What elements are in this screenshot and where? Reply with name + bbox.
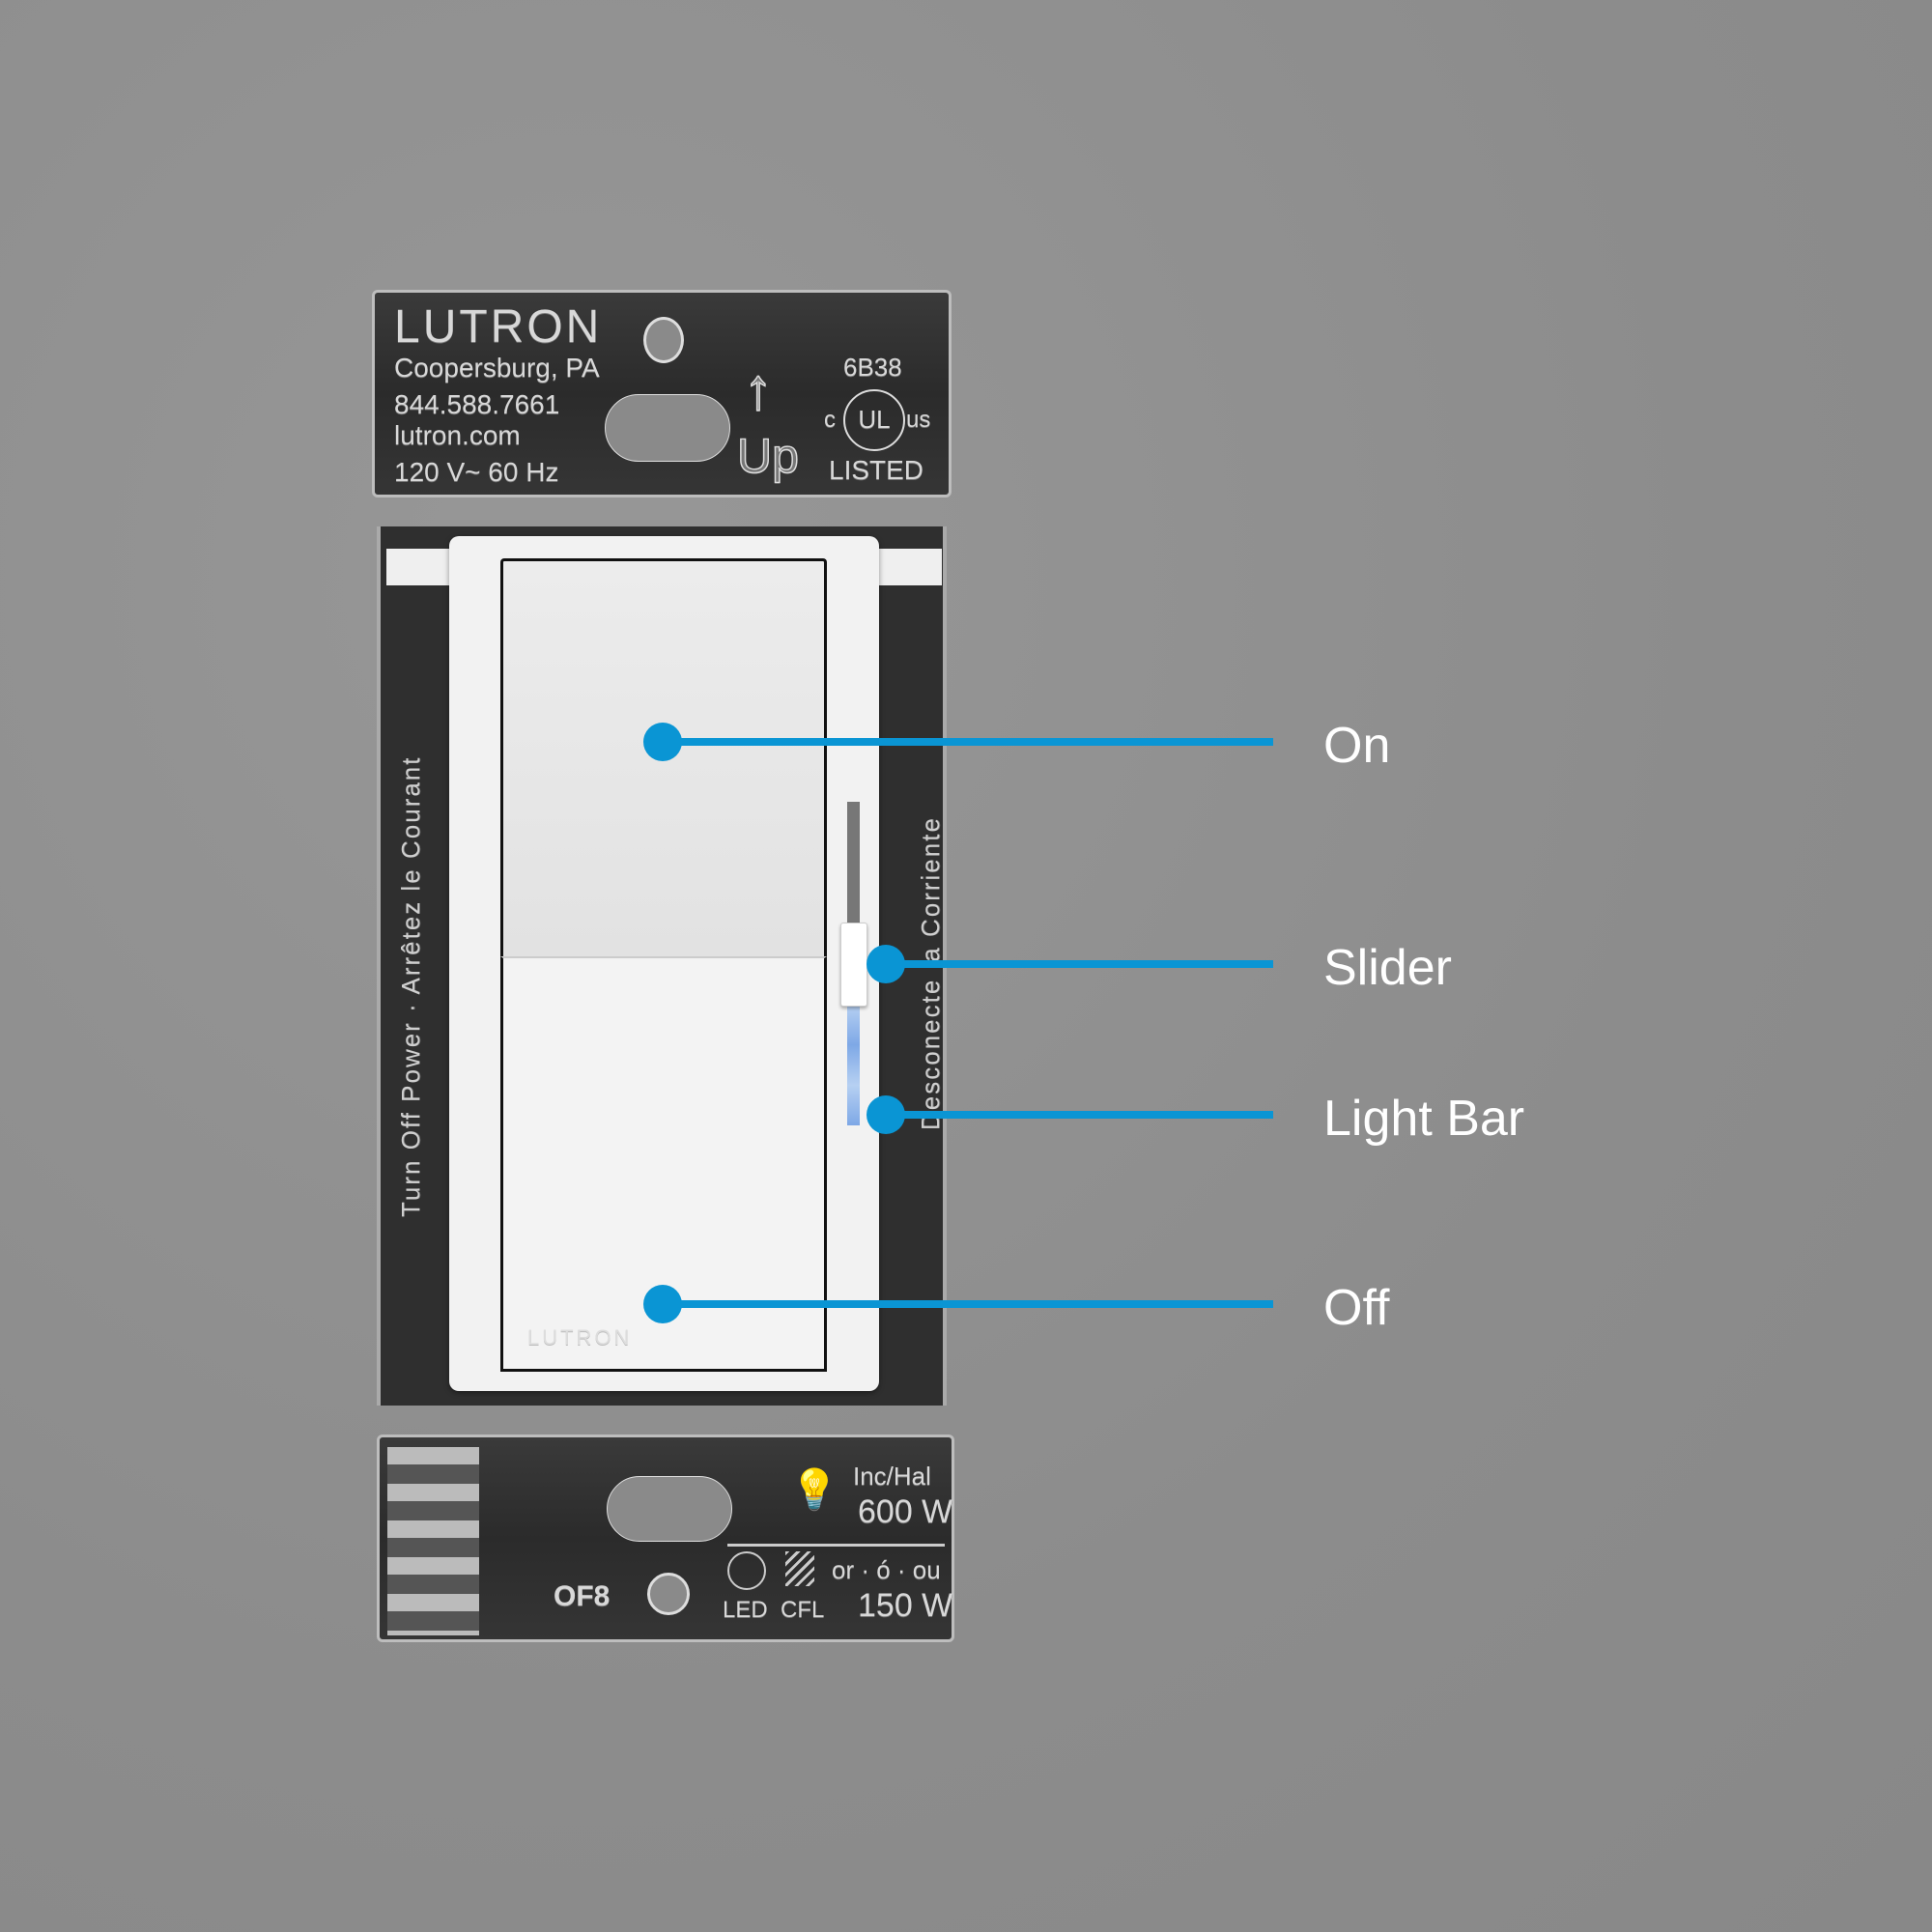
- divider: [727, 1544, 945, 1547]
- up-arrow-icon: ↑: [743, 355, 774, 422]
- website-text: lutron.com: [394, 420, 521, 450]
- paddle-logo: LUTRON: [527, 1325, 633, 1350]
- screw-hole: [643, 317, 684, 363]
- light-bar: [847, 1005, 860, 1125]
- mounting-slot: [605, 394, 730, 462]
- top-mounting-plate: LUTRON Coopersburg, PA 844.588.7661 lutr…: [372, 290, 952, 497]
- callout-label: Off: [1323, 1280, 1390, 1336]
- led-icon: [727, 1551, 766, 1590]
- callout-line: [663, 1300, 1273, 1308]
- code-text: OF8: [554, 1580, 611, 1612]
- model-code: 6B38: [843, 353, 902, 382]
- screw-hole: [647, 1573, 690, 1615]
- up-label: Up: [736, 428, 799, 484]
- inc-watts: 600 W: [858, 1493, 953, 1530]
- right-warning-text: Desconecte la Corriente: [916, 816, 945, 1130]
- ul-c: c: [824, 407, 836, 433]
- ul-logo-icon: UL: [843, 389, 905, 451]
- callout-label: Slider: [1323, 940, 1452, 996]
- callout-label: Light Bar: [1323, 1091, 1525, 1147]
- cfl-icon: [785, 1551, 814, 1586]
- inc-label: Inc/Hal: [853, 1462, 931, 1491]
- rating-text: 120 V~ 60 Hz: [394, 457, 559, 487]
- wire-clamp: [387, 1447, 479, 1635]
- brand-embossed: LUTRON: [394, 301, 603, 353]
- callout-label: On: [1323, 718, 1391, 774]
- led-label: LED: [723, 1597, 768, 1623]
- ul-mark: UL: [858, 405, 891, 434]
- callout-line: [886, 960, 1273, 968]
- bulb-icon: 💡: [790, 1468, 838, 1511]
- left-warning-text: Turn Off Power · Arrêtez le Courant: [396, 755, 425, 1218]
- slider-knob[interactable]: [840, 923, 867, 1007]
- led-watts: 150 W: [858, 1587, 953, 1624]
- alternative-text: or · ó · ou: [832, 1555, 941, 1584]
- phone-text: 844.588.7661: [394, 389, 560, 419]
- cfl-label: CFL: [781, 1597, 825, 1623]
- callout-line: [886, 1111, 1273, 1119]
- callout-line: [663, 738, 1273, 746]
- listed-text: LISTED: [829, 455, 924, 485]
- ul-us: us: [906, 407, 931, 433]
- bottom-mounting-plate: OF8 💡 Inc/Hal 600 W LED CFL or · ó · ou …: [377, 1435, 954, 1642]
- mounting-slot: [607, 1476, 732, 1542]
- city-text: Coopersburg, PA: [394, 353, 600, 383]
